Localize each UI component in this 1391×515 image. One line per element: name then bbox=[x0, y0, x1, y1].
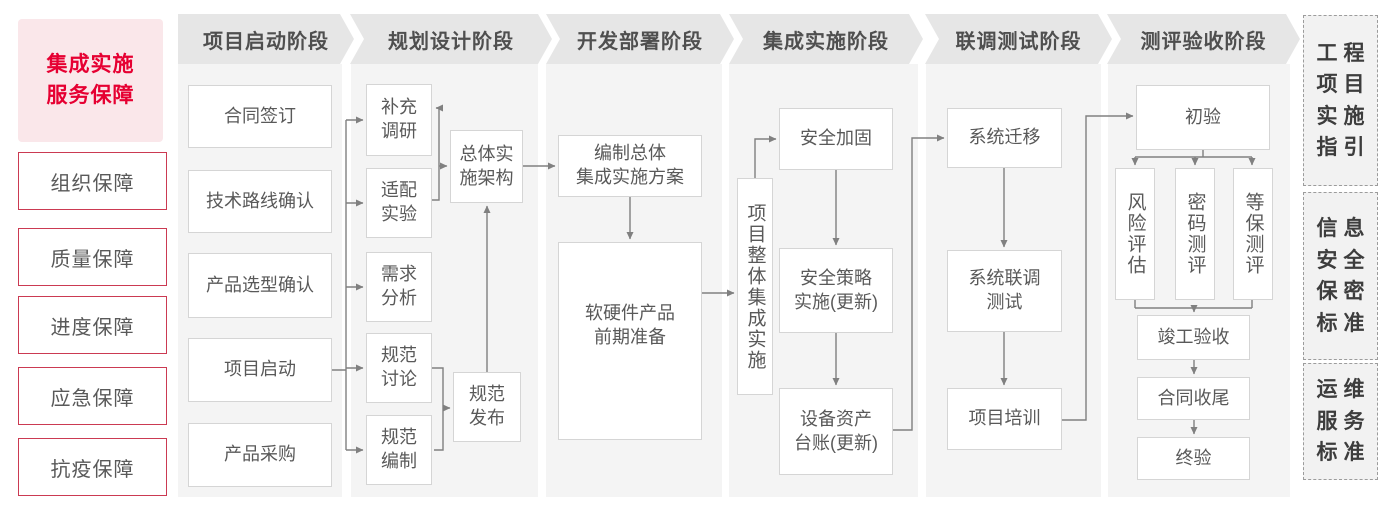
node-project-training: 项目培训 bbox=[947, 388, 1062, 450]
phase-header-integration-implementation: 集成实施阶段 bbox=[729, 14, 923, 64]
node-spec-discussion: 规范 讨论 bbox=[366, 333, 432, 403]
node-product-selection-confirm: 产品选型确认 bbox=[188, 253, 332, 318]
phase-header-planning-design: 规划设计阶段 bbox=[350, 14, 552, 64]
node-risk-assessment: 风险评估 bbox=[1115, 168, 1155, 300]
node-project-kickoff: 项目启动 bbox=[188, 338, 332, 402]
node-contract-closure: 合同收尾 bbox=[1137, 377, 1250, 420]
standard-infosec-confidentiality: 信息 安全 保密 标准 bbox=[1303, 192, 1378, 360]
node-security-hardening: 安全加固 bbox=[779, 108, 893, 170]
node-security-policy: 安全策略 实施(更新) bbox=[779, 248, 893, 333]
node-overall-project-integration: 项目整体集成实施 bbox=[737, 178, 773, 395]
node-overall-integration-plan: 编制总体 集成实施方案 bbox=[558, 135, 702, 197]
node-crypto-evaluation: 密码测评 bbox=[1175, 168, 1215, 300]
standard-ops-service: 运维 服务 标准 bbox=[1303, 363, 1378, 480]
node-asset-ledger: 设备资产 台账(更新) bbox=[779, 388, 893, 475]
sidebar-item-quality: 质量保障 bbox=[18, 228, 167, 286]
phase-header-evaluation-acceptance: 测评验收阶段 bbox=[1107, 14, 1300, 64]
node-spec-drafting: 规范 编制 bbox=[366, 415, 432, 485]
node-initial-acceptance: 初验 bbox=[1136, 85, 1270, 150]
node-spec-release: 规范 发布 bbox=[453, 372, 521, 442]
phase-header-project-initiation: 项目启动阶段 bbox=[178, 14, 354, 64]
node-supplementary-research: 补充 调研 bbox=[366, 84, 432, 156]
phase-header-dev-deployment: 开发部署阶段 bbox=[546, 14, 734, 64]
node-final-acceptance: 终验 bbox=[1137, 437, 1250, 480]
node-requirement-analysis: 需求 分析 bbox=[366, 252, 432, 322]
node-adaptation-test: 适配 实验 bbox=[366, 168, 432, 238]
node-completion-acceptance: 竣工验收 bbox=[1137, 315, 1250, 360]
node-joint-debug-test: 系统联调 测试 bbox=[947, 250, 1062, 332]
sidebar-item-emergency: 应急保障 bbox=[18, 367, 167, 425]
sidebar-item-epidemic: 抗疫保障 bbox=[18, 438, 167, 496]
standard-project-guide: 工程 项目 实施 指引 bbox=[1303, 15, 1378, 186]
sidebar-item-schedule: 进度保障 bbox=[18, 296, 167, 354]
sidebar-item-organization: 组织保障 bbox=[18, 152, 167, 210]
node-mlps-evaluation: 等保测评 bbox=[1233, 168, 1273, 300]
node-hw-sw-preparation: 软硬件产品 前期准备 bbox=[558, 242, 702, 440]
node-product-procurement: 产品采购 bbox=[188, 423, 332, 487]
node-contract-signing: 合同签订 bbox=[188, 85, 332, 148]
node-overall-implementation-architecture: 总体实 施架构 bbox=[450, 130, 523, 203]
node-tech-route-confirm: 技术路线确认 bbox=[188, 170, 332, 233]
sidebar-title: 集成实施 服务保障 bbox=[18, 19, 163, 142]
phase-header-joint-testing: 联调测试阶段 bbox=[925, 14, 1112, 64]
node-system-migration: 系统迁移 bbox=[947, 108, 1062, 168]
